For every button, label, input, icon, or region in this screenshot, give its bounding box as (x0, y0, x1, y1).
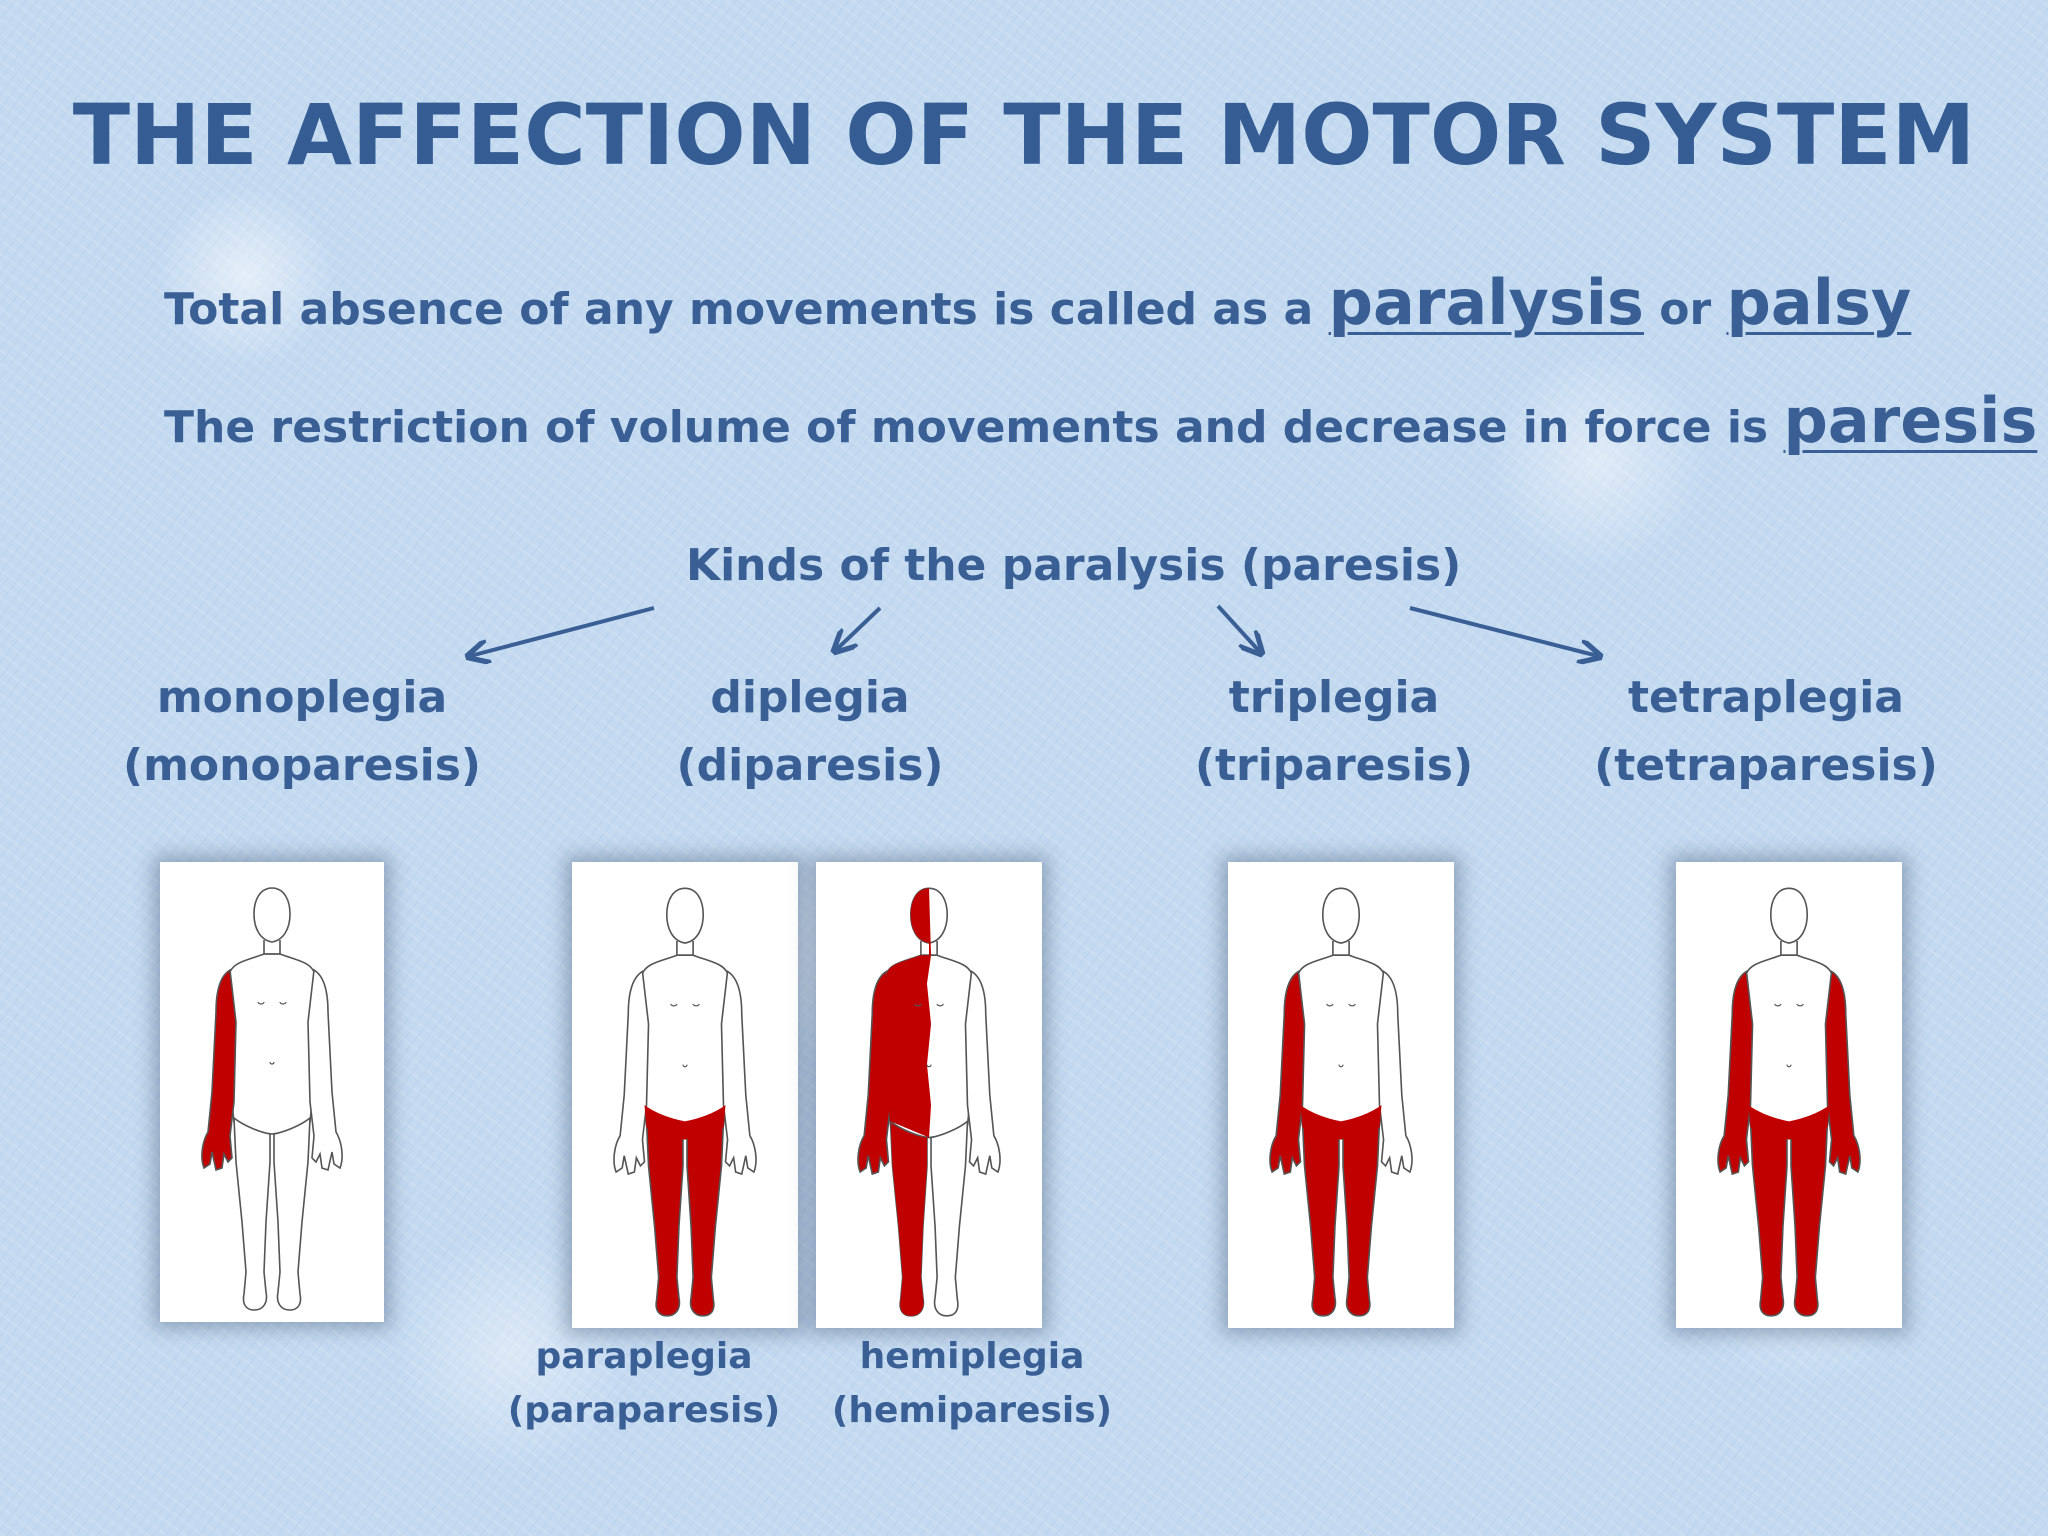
figure-triplegia (1228, 862, 1454, 1328)
kind-alt: (monoparesis) (122, 740, 482, 791)
body-figure-monoplegia (201, 887, 343, 1311)
figure-tetraplegia (1676, 862, 1902, 1328)
kind-alt: (triparesis) (1194, 740, 1474, 791)
kind-alt: (tetraparesis) (1594, 740, 1938, 791)
page-title: THE AFFECTION OF THE MOTOR SYSTEM (72, 86, 1976, 184)
arrow-to-diplegia (836, 606, 882, 650)
kinds-heading: Kinds of the paralysis (paresis) (686, 540, 1462, 591)
body-figure-hemiplegia (857, 887, 1001, 1317)
body-figure-paraplegia (613, 887, 757, 1317)
kind-monoplegia: monoplegia (monoparesis) (92, 664, 512, 800)
term-paresis: paresis (1783, 384, 2038, 457)
kind-name: monoplegia (156, 672, 448, 723)
arrow-to-tetraplegia (1409, 606, 1598, 656)
kind-name: tetraplegia (1628, 672, 1904, 723)
body-figure-triplegia (1269, 887, 1413, 1317)
kind-alt: (diparesis) (676, 740, 944, 791)
subtype-name: hemiplegia (859, 1336, 1085, 1377)
kind-tetraplegia: tetraplegia (tetraparesis) (1556, 664, 1976, 800)
term-paralysis: paralysis (1328, 266, 1644, 339)
subtype-paraplegia: paraplegia (paraparesis) (474, 1330, 814, 1438)
definition-paralysis: Total absence of any movements is called… (164, 266, 1911, 339)
kind-diplegia: diplegia (diparesis) (600, 664, 1020, 800)
arrow-to-triplegia (1216, 604, 1260, 652)
figure-hemiplegia (816, 862, 1042, 1328)
definition-text: The restriction of volume of movements a… (164, 402, 1769, 453)
arrow-to-monoplegia (470, 606, 655, 656)
term-palsy: palsy (1726, 266, 1912, 339)
subtype-hemiplegia: hemiplegia (hemiparesis) (802, 1330, 1142, 1438)
kind-name: diplegia (710, 672, 910, 723)
figure-paraplegia (572, 862, 798, 1328)
figure-monoplegia (160, 862, 384, 1322)
definition-paresis: The restriction of volume of movements a… (164, 384, 2037, 457)
kind-name: triplegia (1228, 672, 1440, 723)
subtype-alt: (paraparesis) (507, 1390, 781, 1431)
connector-word: or (1659, 284, 1712, 335)
subtype-name: paraplegia (535, 1336, 753, 1377)
body-figure-tetraplegia (1717, 887, 1861, 1317)
definition-text: Total absence of any movements is called… (164, 284, 1314, 335)
kind-triplegia: triplegia (triparesis) (1124, 664, 1544, 800)
subtype-alt: (hemiparesis) (831, 1390, 1113, 1431)
